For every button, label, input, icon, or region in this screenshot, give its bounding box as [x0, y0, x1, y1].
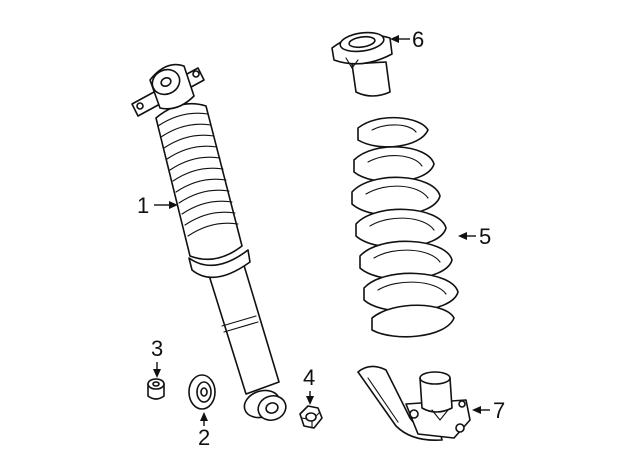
- bushing[interactable]: [147, 378, 165, 400]
- spring-seat-bracket[interactable]: [357, 365, 471, 442]
- washer[interactable]: [188, 374, 216, 410]
- callout-5: 5: [458, 224, 491, 249]
- callout-number: 1: [137, 193, 149, 218]
- callout-number: 4: [303, 365, 315, 390]
- nut[interactable]: [299, 405, 323, 429]
- shock-absorber[interactable]: [131, 63, 289, 424]
- callout-number: 3: [151, 336, 163, 361]
- callout-2: 2: [198, 412, 210, 450]
- callout-number: 7: [493, 398, 505, 423]
- callout-number: 5: [479, 224, 491, 249]
- spring-insulator[interactable]: [331, 30, 393, 97]
- callout-4: 4: [303, 365, 315, 405]
- callout-6: 6: [390, 27, 424, 52]
- callout-number: 2: [198, 425, 210, 450]
- callout-number: 6: [412, 27, 424, 52]
- callout-3: 3: [151, 336, 163, 378]
- callout-7: 7: [472, 398, 505, 423]
- callout-1: 1: [137, 193, 178, 218]
- coil-spring[interactable]: [351, 116, 459, 338]
